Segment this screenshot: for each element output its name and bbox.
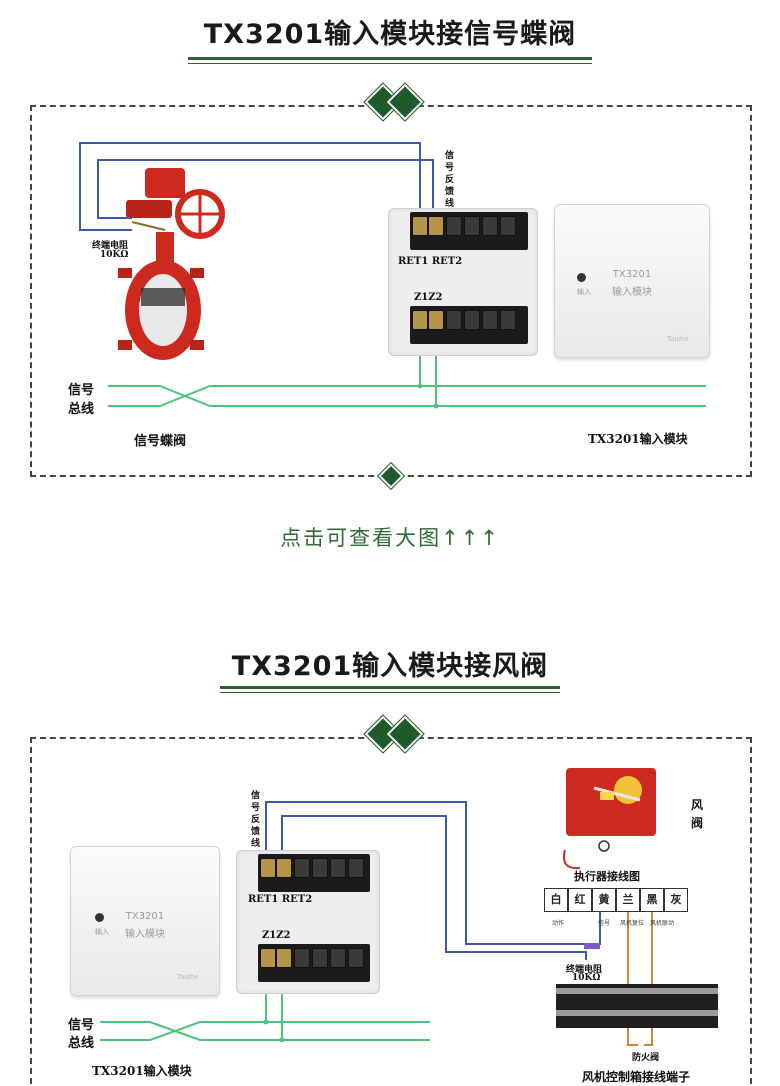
view-larger-link[interactable]: 点击可查看大图↑↑↑ <box>280 526 500 550</box>
title-underline <box>188 57 592 60</box>
terminal-block-top-2 <box>258 854 370 892</box>
damper-actuator <box>563 768 656 870</box>
signal-feedback-label-2: 信号反馈线 <box>250 791 260 849</box>
actuator-cell-black: 黑 <box>640 888 664 912</box>
signal-feedback-label: 信号反馈线 <box>444 151 454 209</box>
signal-feedback-wires <box>79 142 434 231</box>
bus-label-1: 信号 <box>68 383 95 398</box>
fan-box-caption: 风机控制箱接线端子 <box>582 1070 691 1084</box>
section2-title: TX3201输入模块接风阀 <box>231 651 549 682</box>
signal-feedback-wires-2 <box>265 801 601 960</box>
terminal-resistor-label-2: 终端电阻 <box>566 965 603 975</box>
actuator-cell-blue: 兰 <box>616 888 640 912</box>
z-label-2: Z1Z2 <box>262 930 291 941</box>
module-name: 输入模块 <box>125 929 165 940</box>
actuator-sub-3: 风机复位 <box>620 920 645 927</box>
module-caption: TX3201输入模块 <box>588 432 688 446</box>
fan-box-wires <box>627 912 653 1046</box>
ret-label-2: RET1 RET2 <box>248 894 313 905</box>
led-indicator-icon <box>95 913 104 922</box>
actuator-cell-yellow: 黄 <box>592 888 616 912</box>
fan-box-terminal-strip <box>556 984 718 1028</box>
fire-damper-label: 防火阀 <box>632 1053 660 1063</box>
terminal-block-bottom <box>410 306 528 344</box>
terminal-resistor-label: 终端电阻 <box>92 241 129 251</box>
module-caption-2: TX3201输入模块 <box>92 1064 192 1078</box>
led-indicator-icon <box>577 273 586 282</box>
z-label: Z1Z2 <box>414 292 443 303</box>
actuator-title: 执行器接线图 <box>574 870 640 883</box>
section1-title: TX3201输入模块接信号蝶阀 <box>203 19 577 50</box>
bus-label-2: 总线 <box>68 402 95 417</box>
actuator-cell-white: 白 <box>544 888 568 912</box>
bus-label-2-2: 总线 <box>68 1036 95 1051</box>
title-underline-thin <box>220 692 560 693</box>
module-brand: Taishe <box>177 973 199 981</box>
terminal-resistor-value-2: 10KΩ <box>572 973 601 983</box>
module-model: TX3201 <box>125 911 165 922</box>
butterfly-valve <box>118 168 225 360</box>
module-name: 输入模块 <box>612 287 652 298</box>
led-label: 输入 <box>95 928 109 936</box>
tx3201-module-2: TX3201 输入模块 输入 Taishe <box>70 846 220 996</box>
terminal-resistor <box>584 943 600 949</box>
terminal-block-top <box>410 212 528 250</box>
actuator-cell-gray: 灰 <box>664 888 688 912</box>
actuator-sub-1: 动作 <box>552 920 565 927</box>
module-model: TX3201 <box>612 269 652 280</box>
resistor-wire <box>131 221 166 231</box>
actuator-sub-4: 风机联动 <box>650 920 675 927</box>
bus-label-1-2: 信号 <box>68 1018 95 1033</box>
ret-label: RET1 RET2 <box>398 256 463 267</box>
actuator-cell-red: 红 <box>568 888 592 912</box>
terminal-resistor-value: 10KΩ <box>100 250 129 260</box>
led-label: 输入 <box>577 288 591 296</box>
terminal-block-bottom-2 <box>258 944 370 982</box>
valve-caption: 信号蝶阀 <box>134 434 187 449</box>
damper-label: 风阀 <box>690 798 703 830</box>
title-underline <box>220 686 560 689</box>
tx3201-module: TX3201 输入模块 输入 Taishe <box>554 204 710 358</box>
actuator-sub-2: 信号 <box>598 920 611 927</box>
title-underline-thin <box>188 63 592 64</box>
module-brand: Taishe <box>667 335 689 343</box>
